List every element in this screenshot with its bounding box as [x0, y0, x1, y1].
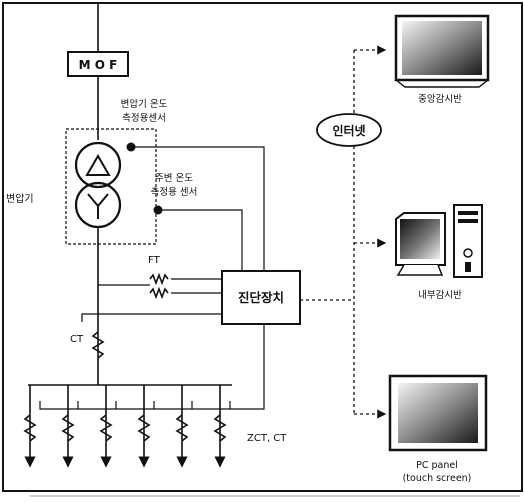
- transformer-sensor-wire: [131, 146, 265, 271]
- zct-signal-line: [39, 324, 265, 410]
- feeder-4: [137, 385, 151, 468]
- touch-panel-icon: [388, 374, 488, 452]
- ambient-temp-sensor-label-2: 측정용 센서: [151, 187, 198, 198]
- zct-ct-label: ZCT, CT: [247, 433, 287, 444]
- mof-label: M O F: [79, 58, 118, 72]
- ct-coil: [91, 331, 105, 359]
- internet-node: 인터넷: [316, 113, 382, 147]
- transformer-temp-sensor-label-1: 변압기 온도: [121, 98, 168, 110]
- feeder-5: [175, 385, 189, 468]
- internet-label: 인터넷: [332, 123, 365, 138]
- ambient-sensor-wire: [158, 209, 243, 271]
- desktop-computer-icon: [395, 204, 483, 278]
- mof-box: M O F: [67, 51, 129, 77]
- ft-coil-upper: [149, 272, 169, 286]
- central-monitor-label: 중앙감시반: [418, 93, 462, 105]
- pc-panel-label-1: PC panel: [416, 460, 458, 471]
- transformer-label: 변압기: [6, 192, 34, 205]
- internal-monitor-label: 내부감시반: [418, 289, 462, 301]
- diagnostic-device: 진단장치: [221, 270, 301, 325]
- feeder-3: [99, 385, 113, 468]
- delta-winding-icon: [85, 154, 111, 176]
- ft-coil-lower: [149, 286, 169, 300]
- ct-wire: [81, 313, 222, 322]
- diagnostic-device-label: 진단장치: [238, 290, 284, 305]
- feeder-6: [213, 385, 227, 468]
- ct-label: CT: [70, 334, 84, 345]
- outer-frame: [2, 2, 523, 492]
- ambient-temp-sensor-label-1: 주변 온도: [155, 173, 193, 184]
- transformer-temp-sensor-label-2: 측정용센서: [122, 113, 166, 124]
- wye-winding-icon: [87, 193, 109, 219]
- transformer-symbol: [74, 141, 122, 229]
- feeder-1: [23, 385, 37, 468]
- feeder-2: [61, 385, 75, 468]
- crt-monitor-icon: [394, 14, 490, 88]
- transformer-enclosure: [65, 128, 157, 245]
- ft-label: FT: [148, 255, 161, 266]
- pc-panel-label-2: (touch screen): [403, 473, 472, 484]
